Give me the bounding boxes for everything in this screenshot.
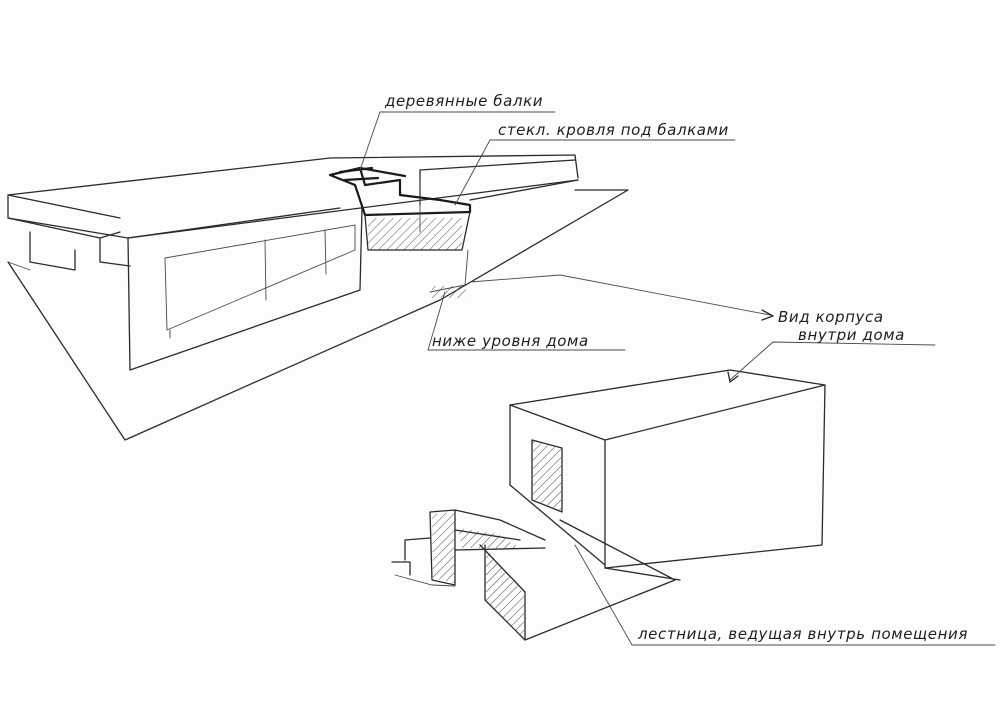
label-wooden-beams: деревянные балки	[384, 92, 543, 110]
arrow-head-icon	[727, 371, 739, 383]
label-stairs: лестница, ведущая внутрь помещения	[637, 625, 968, 643]
main-building-drawing	[7, 154, 629, 441]
label-view-title-line1: Вид корпуса	[778, 308, 884, 326]
label-below-level: ниже уровня дома	[432, 332, 589, 350]
enclosure-volume-drawing	[391, 369, 826, 641]
arrow-head-icon	[761, 309, 774, 321]
label-view-title-line2: внутри дома	[798, 326, 905, 344]
label-glass-roof: стекл. кровля под балками	[498, 121, 729, 139]
leader-lines	[359, 111, 996, 646]
